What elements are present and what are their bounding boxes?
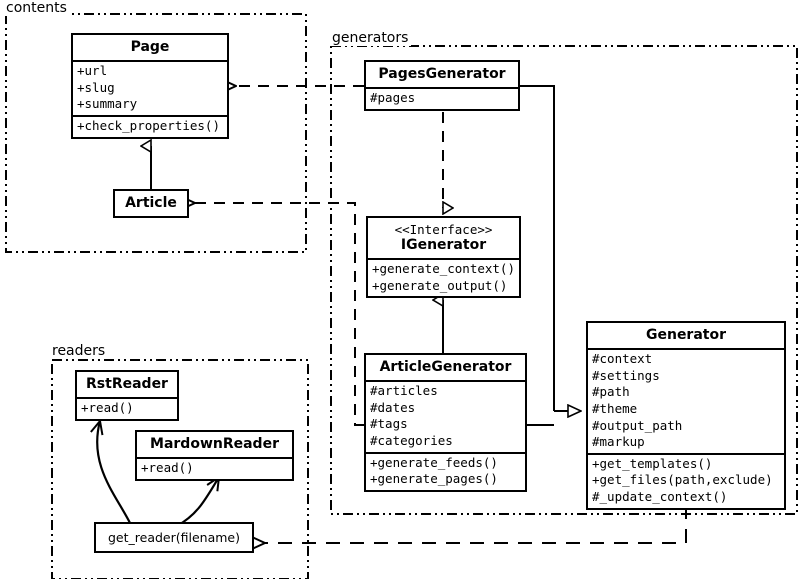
attribute-item: #markup (592, 434, 645, 450)
attribute-item: #context (592, 351, 653, 367)
class-name-igenerator: <<Interface>> IGenerator (368, 218, 519, 258)
class-title-igenerator: IGenerator (400, 237, 487, 253)
method-item: +generate_context() (372, 261, 515, 277)
class-methods-mardown-reader: +read() (137, 457, 292, 479)
class-box-pages-generator[interactable]: PagesGenerator #pages (364, 60, 520, 111)
class-name-mardown-reader: MardownReader (150, 436, 279, 452)
attribute-item: #tags (370, 416, 408, 432)
function-label-get-reader: get_reader(filename) (108, 530, 240, 545)
class-name-generator: Generator (645, 327, 726, 343)
method-item: +get_templates() (592, 455, 713, 471)
class-methods-generator: +get_templates() +get_files(path,exclude… (588, 452, 784, 508)
method-item: #_update_context() (592, 489, 728, 505)
edge-generators-to-generator (520, 85, 581, 426)
class-attributes-article-generator: #articles #dates #tags #categories (366, 380, 525, 452)
attribute-item: #theme (592, 400, 638, 416)
class-name-page: Page (130, 39, 170, 55)
class-name-article-generator: ArticleGenerator (379, 359, 512, 375)
class-box-generator[interactable]: Generator #context #settings #path #them… (586, 321, 786, 510)
class-box-igenerator[interactable]: <<Interface>> IGenerator +generate_conte… (366, 216, 521, 299)
attribute-item: #articles (370, 383, 438, 399)
class-box-rst-reader[interactable]: RstReader +read() (75, 370, 179, 421)
attribute-item: #dates (370, 399, 416, 415)
method-item: +get_files(path,exclude) (592, 472, 773, 488)
class-methods-article-generator: +generate_feeds() +generate_pages() (366, 451, 525, 490)
attribute-item: #pages (370, 90, 416, 106)
method-item: +read() (141, 460, 194, 476)
attribute-item: +url (77, 63, 108, 79)
class-methods-page: +check_properties() (73, 114, 227, 137)
class-attributes-pages-generator: #pages (366, 87, 518, 109)
attribute-item: #path (592, 384, 630, 400)
package-label-contents: contents (4, 0, 70, 16)
class-name-rst-reader: RstReader (86, 376, 168, 392)
package-frame-contents (5, 13, 307, 253)
class-box-article-generator[interactable]: ArticleGenerator #articles #dates #tags … (364, 353, 527, 492)
edge-generator-to-get-reader (265, 505, 687, 543)
method-item: +generate_output() (372, 277, 508, 293)
edge-get-reader-to-rstreader (97, 421, 132, 526)
attribute-item: +slug (77, 79, 115, 95)
package-frame-readers (51, 359, 309, 579)
class-methods-igenerator: +generate_context() +generate_output() (368, 258, 519, 296)
package-label-readers: readers (50, 343, 109, 359)
class-attributes-page: +url +slug +summary (73, 60, 227, 115)
method-item: +check_properties() (77, 117, 220, 133)
class-box-article[interactable]: Article (113, 189, 189, 219)
attribute-item: #categories (370, 432, 453, 448)
attribute-item: #settings (592, 367, 660, 383)
class-name-pages-generator: PagesGenerator (378, 66, 506, 82)
class-attributes-generator: #context #settings #path #theme #output_… (588, 348, 784, 453)
method-item: +generate_feeds() (370, 454, 498, 470)
package-frame-generators (330, 45, 798, 515)
method-item: +generate_pages() (370, 471, 498, 487)
class-box-mardown-reader[interactable]: MardownReader +read() (135, 430, 294, 481)
attribute-item: #output_path (592, 417, 683, 433)
package-label-generators: generators (330, 30, 412, 46)
class-stereotype-igenerator: <<Interface>> (394, 222, 493, 237)
class-methods-rst-reader: +read() (77, 397, 177, 419)
class-name-article: Article (125, 195, 177, 211)
attribute-item: +summary (77, 96, 138, 112)
function-box-get-reader[interactable]: get_reader(filename) (94, 522, 254, 553)
class-box-page[interactable]: Page +url +slug +summary +check_properti… (71, 33, 229, 139)
method-item: +read() (81, 400, 134, 416)
edge-articlegenerator-to-article (195, 203, 364, 426)
edge-get-reader-to-mardownreader (176, 477, 219, 527)
